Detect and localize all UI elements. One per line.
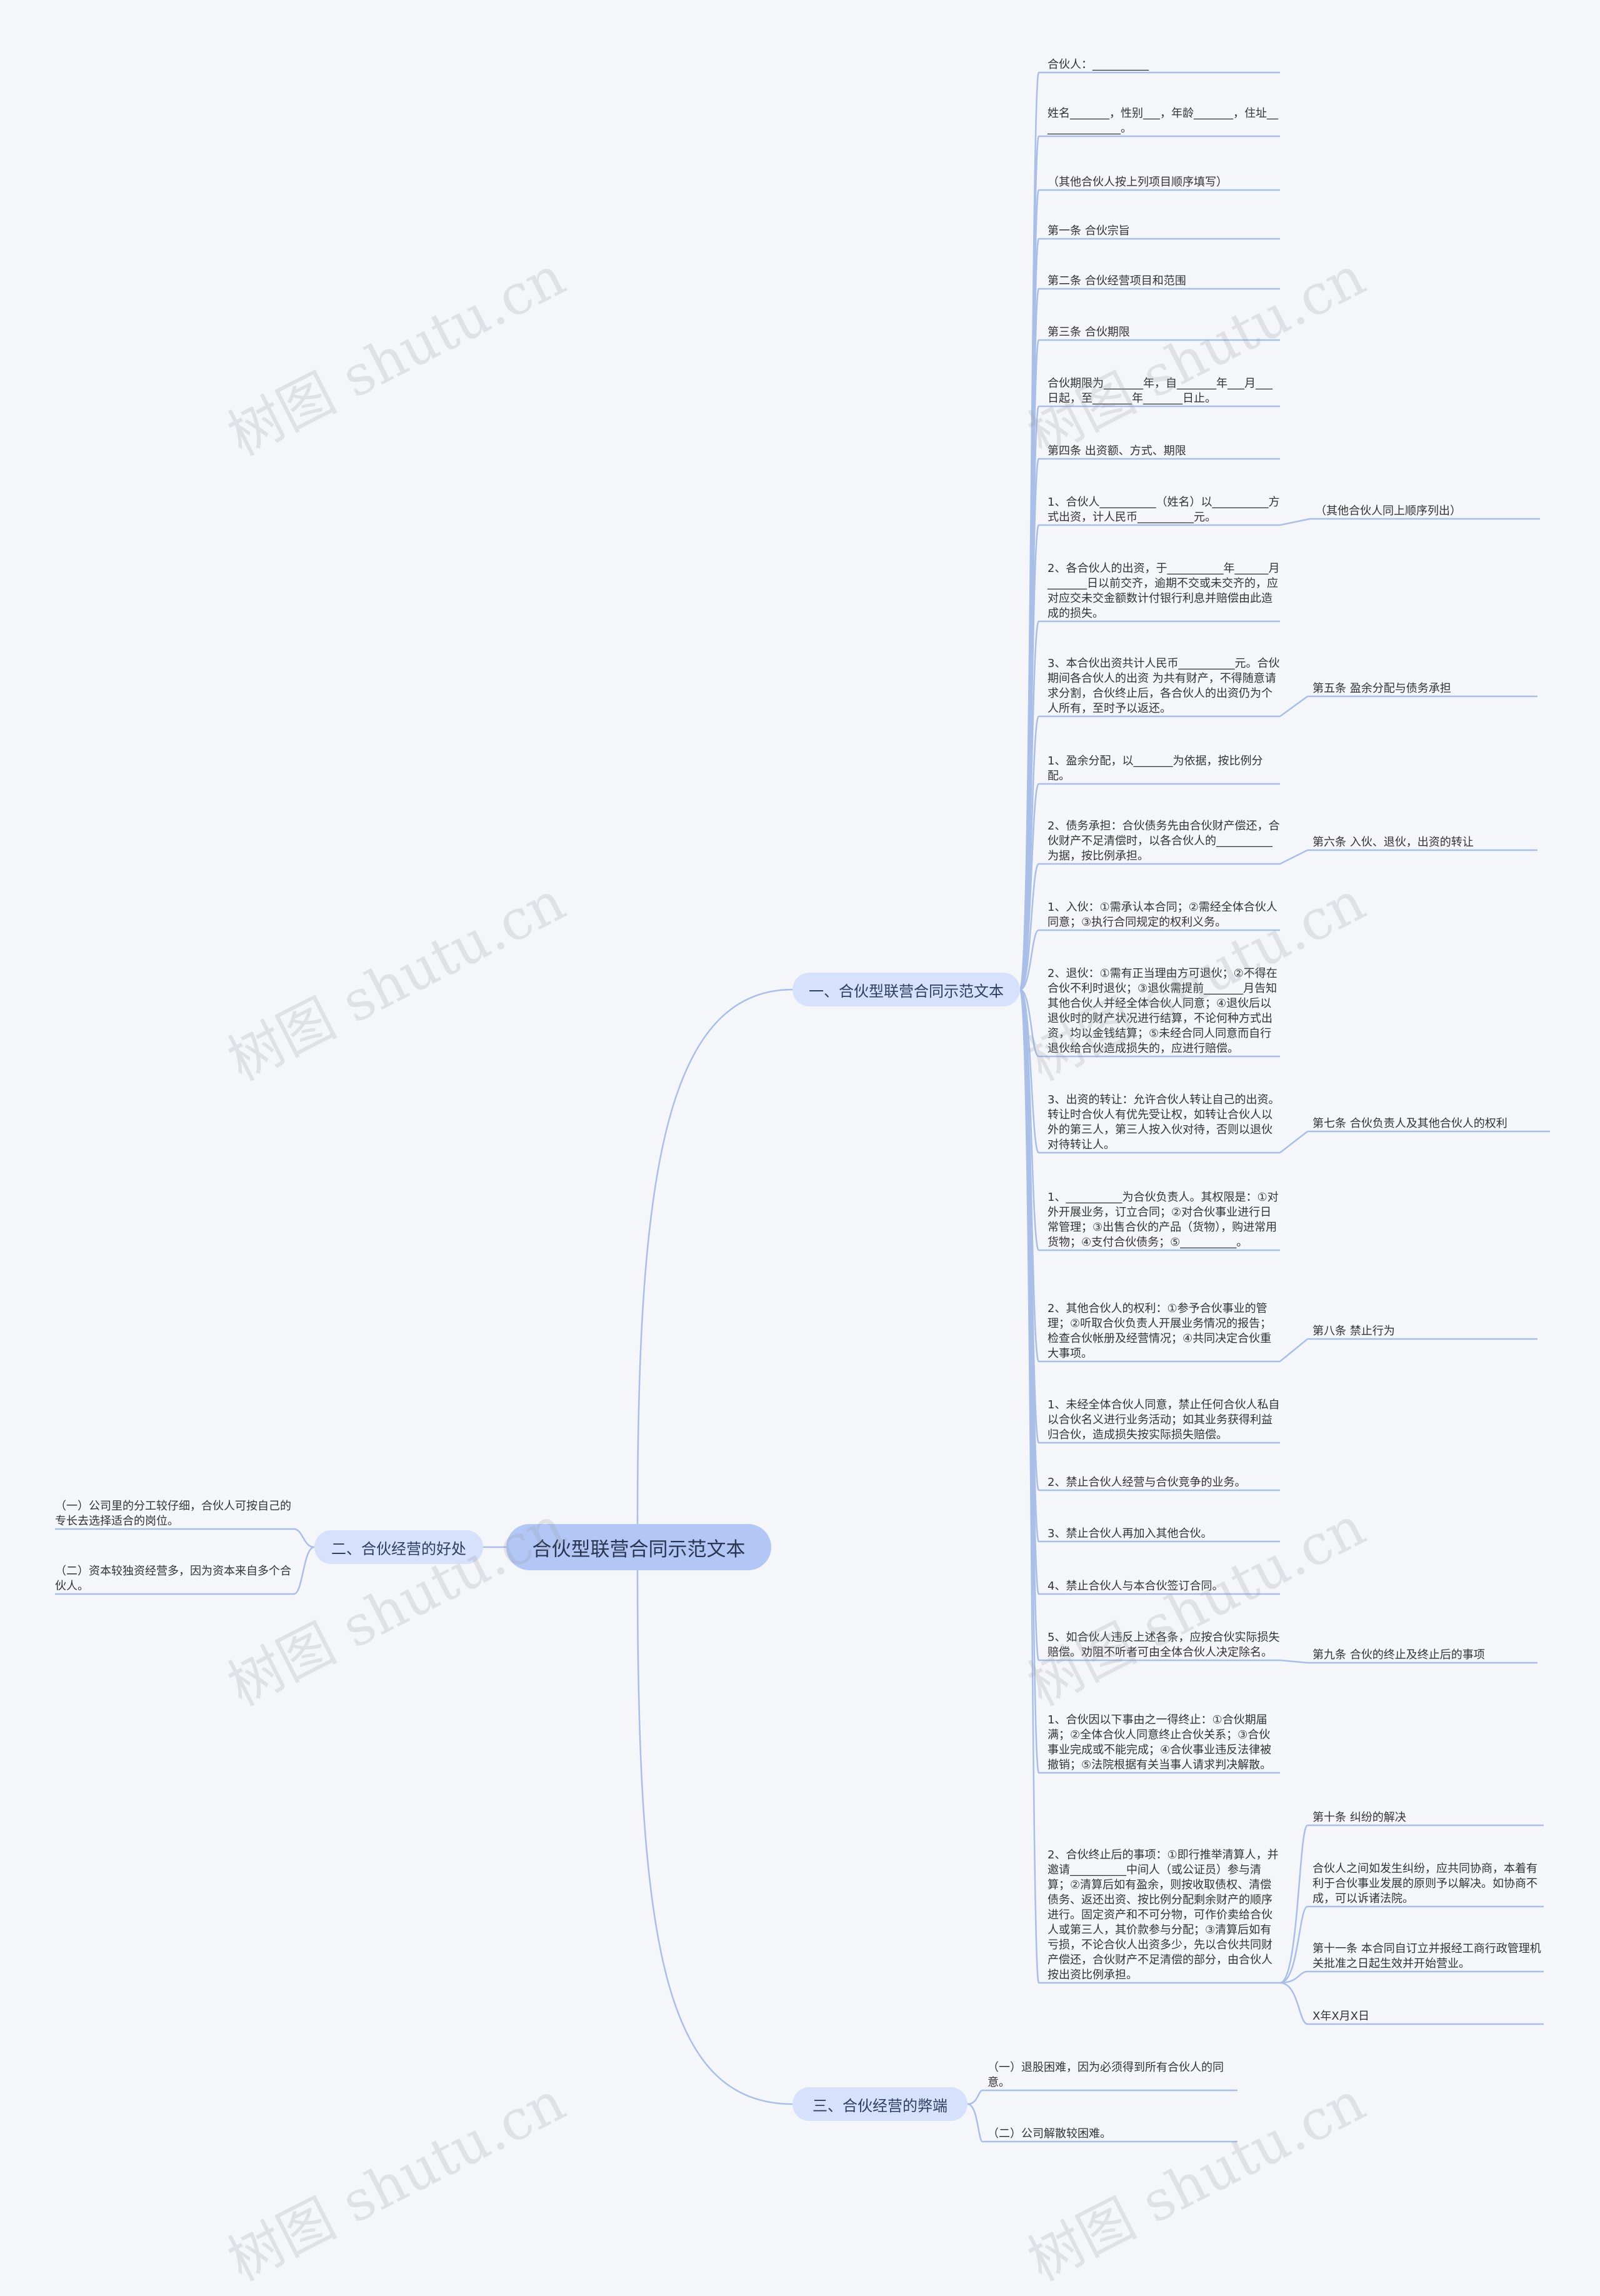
branch-contract-text[interactable]: 一、合伙型联营合同示范文本 [792, 973, 1020, 1006]
connector-lines [55, 71, 1550, 2143]
mindmap-leaf[interactable]: 4、禁止合伙人与本合伙签订合同。 [1048, 1580, 1224, 1593]
mindmap-leaf[interactable]: 2、合伙终止后的事项：①即行推举清算人，并邀请__________中间人（或公证… [1048, 1848, 1279, 1982]
mindmap-leaf[interactable]: 3、禁止合伙人再加入其他合伙。 [1048, 1527, 1212, 1540]
connector-line [1279, 1982, 1308, 2025]
mindmap-leaf[interactable]: 第八条 禁止行为 [1312, 1325, 1395, 1338]
connector-line [967, 2103, 984, 2143]
mindmap-leaf[interactable]: 合伙期限为_______年，自_______年___月___日起，至______… [1048, 377, 1272, 405]
connector-line [1019, 863, 1040, 991]
mindmap-leaf[interactable]: 第六条 入伙、退伙，出资的转让 [1312, 836, 1474, 849]
connector-line [1019, 929, 1039, 991]
connector-line [636, 1570, 793, 2105]
mindmap-leaf[interactable]: 第二条 合伙经营项目和范围 [1048, 274, 1186, 288]
mindmap-leaf[interactable]: 3、出资的转让：允许合伙人转让自己的出资。转让时合伙人有优先受让权，如转让合伙人… [1048, 1093, 1280, 1151]
mindmap-leaf[interactable]: 第四条 出资额、方式、期限 [1048, 444, 1186, 458]
connector-line [1279, 849, 1308, 865]
connector-line [1019, 988, 1040, 1058]
connector-line [1279, 1824, 1309, 1984]
connector-line [293, 1546, 315, 1595]
mindmap-leaf[interactable]: 5、如合伙人违反上述各条，应按合伙实际损失赔偿。劝阻不听者可由全体合伙人决定除名… [1048, 1631, 1280, 1659]
connector-line [1279, 1905, 1308, 1984]
mindmap-leaf[interactable]: （二）资本较独资经营多，因为资本来自多个合伙人。 [55, 1565, 291, 1593]
mindmap-leaf[interactable]: 1、合伙人__________（姓名）以__________方式出资，计人民币_… [1048, 496, 1280, 524]
mindmap-leaf[interactable]: 合伙人之间如发生纠纷，应共同协商，本着有利于合伙事业发展的原则予以解决。如协商不… [1312, 1862, 1538, 1905]
mindmap-leaf[interactable]: 第九条 合伙的终止及终止后的事项 [1312, 1648, 1485, 1662]
mindmap-leaf[interactable]: 2、退伙：①需有正当理由方可退伙；②不得在合伙不利时退伙；③退伙需提前_____… [1048, 967, 1278, 1055]
mindmap-leaf[interactable]: 1、入伙：①需承认本合同；②需经全体合伙人同意；③执行合同规定的权利义务。 [1048, 901, 1278, 929]
connector-line [1019, 988, 1040, 1984]
root-node[interactable]: 合伙型联营合同示范文本 [506, 1524, 771, 1570]
mindmap-leaf[interactable]: 2、各合伙人的出资，于__________年______月_______日以前交… [1048, 562, 1280, 620]
mindmap-leaf[interactable]: 1、未经全体合伙人同意，禁止任何合伙人私自以合伙名义进行业务活动；如其业务获得利… [1048, 1398, 1280, 1441]
mindmap-leaf[interactable]: 2、债务承担：合伙债务先由合伙财产偿还，合伙财产不足清偿时，以各合伙人的____… [1048, 820, 1280, 863]
mindmap-leaf[interactable]: （一）公司里的分工较仔细，合伙人可按自己的专长去选择适合的岗位。 [55, 1500, 291, 1528]
connector-line [1279, 695, 1308, 718]
branch-advantages[interactable]: 二、合伙经营的好处 [314, 1530, 483, 1564]
mindmap-leaf[interactable]: 第七条 合伙负责人及其他合伙人的权利 [1312, 1117, 1508, 1130]
mindmap-leaf[interactable]: 2、其他合伙人的权利：①参予合伙事业的管理；②听取合伙负责人开展业务情况的报告；… [1048, 1302, 1272, 1360]
connector-line [1019, 988, 1040, 1154]
mindmap-leaf[interactable]: 第一条 合伙宗旨 [1048, 224, 1130, 238]
connector-line [1279, 1338, 1308, 1362]
mindmap-leaf[interactable]: 第十一条 本合同自订立并报经工商行政管理机关批准之日起生效并开始营业。 [1312, 1942, 1541, 1970]
mindmap-leaf[interactable]: 1、__________为合伙负责人。其权限是：①对外开展业务，订立合同；②对合… [1048, 1191, 1279, 1249]
mindmap-leaf[interactable]: （其他合伙人按上列项目顺序填写） [1048, 176, 1228, 189]
mindmap-leaf[interactable]: 第十条 纠纷的解决 [1312, 1811, 1406, 1824]
mindmap-leaf[interactable]: 第三条 合伙期限 [1048, 326, 1130, 339]
mindmap-leaf[interactable]: 2、禁止合伙人经营与合伙竞争的业务。 [1048, 1476, 1246, 1489]
mindmap-leaf[interactable]: （二）公司解散较困难。 [988, 2127, 1111, 2140]
mindmap-leaf[interactable]: （其他合伙人同上顺序列出） [1315, 504, 1461, 518]
connector-line [1279, 1970, 1308, 1984]
connector-line [1279, 1131, 1308, 1153]
connector-line [1279, 1659, 1308, 1664]
mindmap-leaf[interactable]: 1、盈余分配，以_______为依据，按比例分配。 [1048, 754, 1263, 783]
mindmap-leaf[interactable]: 3、本合伙出资共计人民币__________元。合伙期间各合伙人的出资 为共有财… [1048, 657, 1280, 715]
mindmap-leaf[interactable]: 姓名_______，性别___，年龄_______，住址____________… [1048, 107, 1278, 135]
connector-line [1279, 518, 1311, 526]
mindmap-leaf[interactable]: 合伙人：__________ [1048, 58, 1149, 71]
connector-line [636, 988, 793, 1525]
mindmap-leaf[interactable]: 1、合伙因以下事由之一得终止：①合伙期届满；②全体合伙人同意终止合伙关系；③合伙… [1048, 1713, 1272, 1772]
connector-line [1019, 783, 1040, 991]
mindmap-leaf[interactable]: （一）退股困难，因为必须得到所有合伙人的同意。 [988, 2061, 1224, 2089]
mindmap-leaf[interactable]: X年X月X日 [1312, 2010, 1369, 2023]
branch-disadvantages[interactable]: 三、合伙经营的弊端 [792, 2087, 968, 2121]
mindmap-leaf[interactable]: 第五条 盈余分配与债务承担 [1312, 682, 1451, 695]
connector-line [967, 2089, 983, 2105]
connector-line [293, 1528, 315, 1548]
